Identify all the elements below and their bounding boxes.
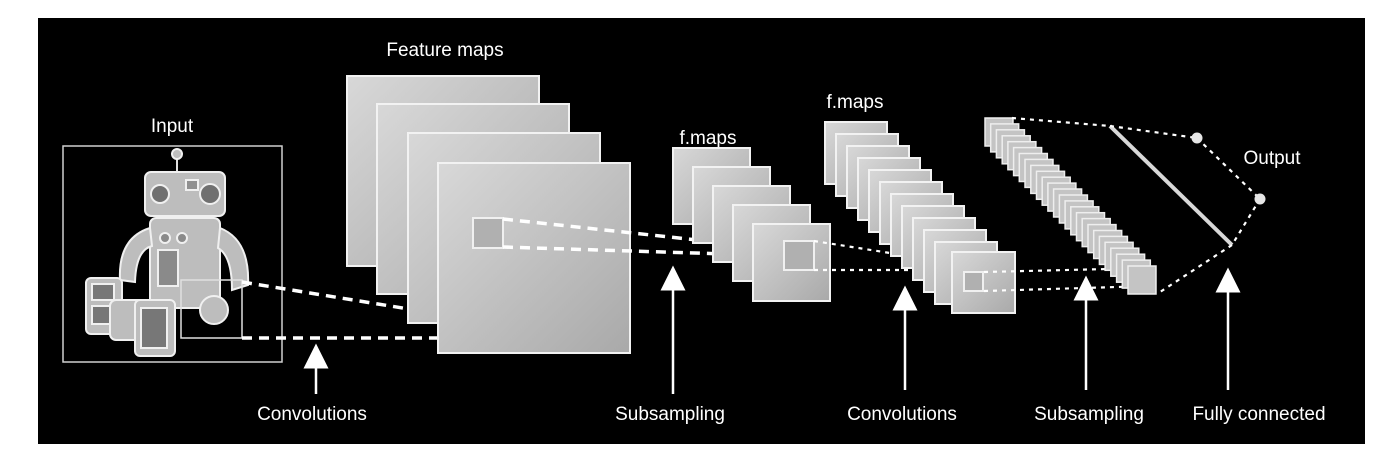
feature-map <box>437 162 631 354</box>
stage-captions: Convolutions Subsampling Convolutions Su… <box>257 404 1325 425</box>
fmaps-window <box>783 240 815 271</box>
output-label: Output <box>1243 148 1301 169</box>
input-receptive-field <box>180 279 243 339</box>
caption-convolutions-2: Convolutions <box>847 404 957 425</box>
fmaps-label-1: f.maps <box>679 128 736 149</box>
input-frame <box>62 145 283 363</box>
fmaps-label-2: f.maps <box>826 92 883 113</box>
caption-convolutions-1: Convolutions <box>257 404 367 425</box>
fc-dotted-lines <box>1011 116 1261 295</box>
featuremap-window <box>472 217 504 249</box>
caption-fully-connected: Fully connected <box>1192 404 1325 425</box>
input-label: Input <box>151 116 194 137</box>
feature-maps-stack <box>346 75 631 354</box>
fc-layer-line <box>1108 124 1234 247</box>
subsampled-map <box>1127 265 1157 295</box>
feature-maps-label: Feature maps <box>386 40 503 61</box>
fully-connected-block: Output <box>1011 116 1301 295</box>
input-block: Input <box>62 116 283 363</box>
caption-subsampling-1: Subsampling <box>615 404 725 425</box>
output-node <box>1254 193 1266 205</box>
fmaps-stack-2 <box>824 121 1016 314</box>
fmaps-window-2 <box>963 271 984 292</box>
caption-subsampling-2: Subsampling <box>1034 404 1144 425</box>
output-node <box>1191 132 1203 144</box>
subsampled-stack <box>984 117 1157 295</box>
robot-toy-icon <box>85 148 250 357</box>
stage-arrows <box>303 265 1241 394</box>
